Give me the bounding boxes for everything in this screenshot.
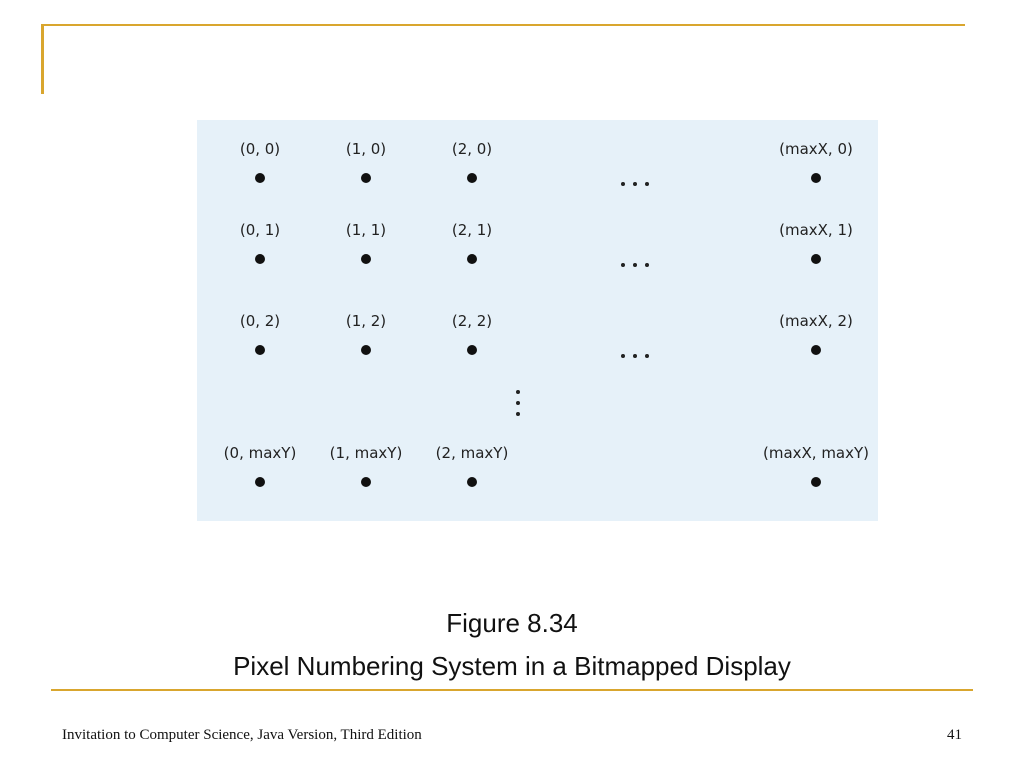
footer-book-title: Invitation to Computer Science, Java Ver… (62, 727, 422, 743)
pixel-label: (0, 0) (239, 140, 281, 158)
pixel-label: (1, maxY) (329, 444, 403, 462)
pixel-label: (0, 1) (239, 221, 281, 239)
pixel-dot (255, 173, 265, 183)
figure-title: Pixel Numbering System in a Bitmapped Di… (233, 651, 791, 681)
pixel-dot (811, 173, 821, 183)
pixel-dot (811, 477, 821, 487)
pixel-label: (maxX, maxY) (762, 444, 870, 462)
pixel-dot (255, 254, 265, 264)
pixel-dot (361, 345, 371, 355)
pixel-label: (2, maxY) (435, 444, 509, 462)
pixel-dot (255, 477, 265, 487)
horizontal-ellipsis (621, 263, 649, 267)
corner-accent-vertical (41, 24, 44, 94)
pixel-label: (maxX, 2) (779, 312, 853, 330)
pixel-dot (811, 254, 821, 264)
pixel-label: (maxX, 1) (779, 221, 853, 239)
pixel-dot (467, 477, 477, 487)
pixel-dot (361, 254, 371, 264)
pixel-dot (467, 345, 477, 355)
pixel-dot (255, 345, 265, 355)
pixel-label: (maxX, 0) (779, 140, 853, 158)
figure-number: Figure 8.34 (446, 608, 578, 638)
pixel-label: (2, 2) (451, 312, 493, 330)
pixel-label: (1, 1) (345, 221, 387, 239)
horizontal-ellipsis (621, 182, 649, 186)
pixel-dot (361, 477, 371, 487)
pixel-dot (467, 254, 477, 264)
pixel-dot (361, 173, 371, 183)
pixel-label: (2, 1) (451, 221, 493, 239)
corner-accent-horizontal (41, 24, 965, 26)
pixel-label: (1, 0) (345, 140, 387, 158)
pixel-label: (0, maxY) (223, 444, 297, 462)
page-number: 41 (947, 727, 962, 743)
pixel-label: (0, 2) (239, 312, 281, 330)
footer-divider (51, 689, 973, 691)
pixel-grid-figure: (0, 0) (1, 0) (2, 0) (maxX, 0) (0, 1) (1… (197, 120, 878, 521)
horizontal-ellipsis (621, 354, 649, 358)
vertical-ellipsis (516, 390, 520, 416)
pixel-dot (811, 345, 821, 355)
pixel-label: (1, 2) (345, 312, 387, 330)
pixel-dot (467, 173, 477, 183)
pixel-label: (2, 0) (451, 140, 493, 158)
